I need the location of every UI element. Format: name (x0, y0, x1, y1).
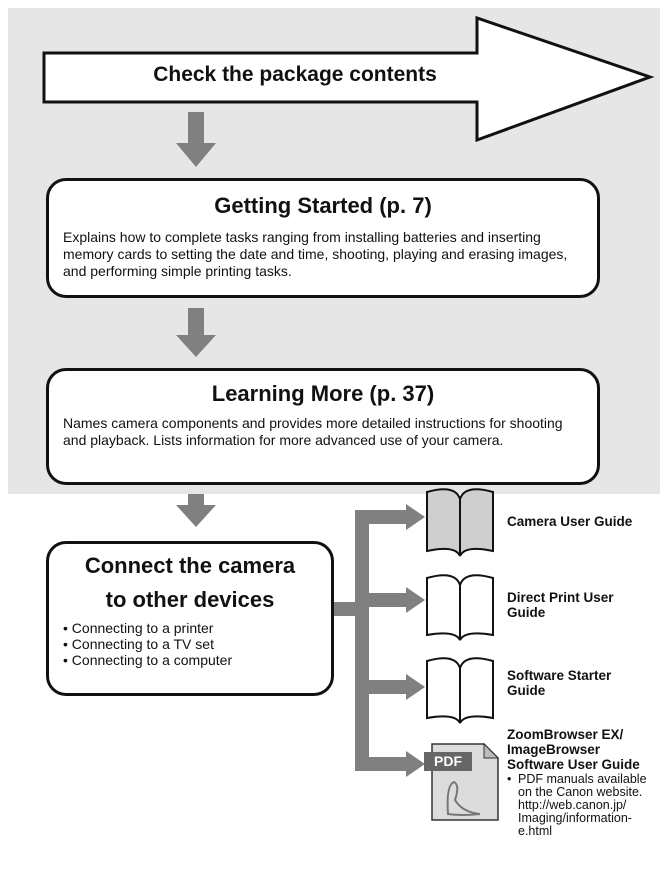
connect-list: Connecting to a printer Connecting to a … (63, 620, 331, 668)
getting-started-description: Explains how to complete tasks ranging f… (63, 229, 568, 279)
camera-user-guide-label: Camera User Guide (507, 514, 633, 529)
software-starter-guide-label: Software Starter Guide (507, 668, 612, 698)
connect-title-line2: to other devices (105, 587, 275, 612)
pdf-note-bullet: • (507, 772, 512, 786)
connect-devices-box: Connect the camera to other devices Conn… (46, 541, 334, 696)
direct-print-guide-label: Direct Print User Guide (507, 590, 614, 620)
connect-item-tv: Connecting to a TV set (63, 636, 331, 652)
learning-more-box: Learning More (p. 37) Names camera compo… (46, 368, 600, 485)
down-arrow-3 (176, 494, 216, 527)
down-arrow-1 (176, 112, 216, 167)
down-arrow-2 (176, 308, 216, 357)
pdf-badge-text: PDF (434, 753, 462, 769)
book-icon-direct-print (426, 574, 494, 641)
connect-item-printer: Connecting to a printer (63, 620, 331, 636)
learning-more-title: Learning More (p. 37) (211, 381, 435, 406)
getting-started-title: Getting Started (p. 7) (214, 193, 432, 218)
branch-connector (334, 504, 425, 777)
check-package-label: Check the package contents (153, 63, 437, 86)
pdf-document-icon (424, 742, 500, 821)
book-icon-software-starter (426, 657, 494, 724)
learning-more-description: Names camera components and provides mor… (63, 415, 563, 448)
book-icon-camera-guide (426, 488, 494, 557)
pdf-note-text: PDF manuals available on the Canon websi… (518, 772, 647, 838)
getting-started-box: Getting Started (p. 7) Explains how to c… (46, 178, 600, 298)
connect-title-line1: Connect the camera (84, 553, 296, 578)
zoombrowser-guide-label: ZoomBrowser EX/ ImageBrowser Software Us… (507, 727, 640, 772)
big-arrow-shape (42, 15, 655, 143)
connect-item-computer: Connecting to a computer (63, 652, 331, 668)
